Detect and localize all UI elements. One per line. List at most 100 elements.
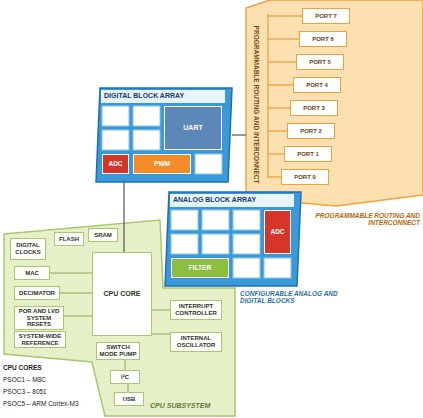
panel-heading: PROGRAMMABLE ROUTING AND INTERCONNECT bbox=[252, 15, 259, 195]
port-box: PORT 3 bbox=[290, 100, 338, 116]
clock-box: DIGITAL CLOCKS bbox=[10, 238, 46, 260]
memory-box: SRAM bbox=[88, 228, 118, 242]
interface-box: I²C bbox=[110, 370, 140, 384]
array-heading: DIGITAL BLOCK ARRAY bbox=[104, 92, 224, 100]
function-box: SYSTEM-WIDE REFERENCE bbox=[14, 331, 66, 348]
box-label: UART bbox=[183, 124, 202, 132]
blank-block bbox=[195, 154, 222, 174]
cpu-core-box: CPU CORE bbox=[92, 252, 152, 336]
region-label: PROGRAMMABLE ROUTING AND INTERCONNECT bbox=[308, 212, 420, 226]
box-label: PORT 1 bbox=[297, 151, 319, 158]
box-label: SYSTEM-WIDE REFERENCE bbox=[17, 333, 63, 346]
panel-shape bbox=[96, 88, 232, 182]
box-label: INTERNAL OSCILLATOR bbox=[173, 335, 219, 348]
box-label: CPU CORE bbox=[104, 290, 141, 298]
port-wire bbox=[268, 16, 302, 17]
box-label: MAC bbox=[25, 270, 39, 277]
box-label: INTERRUPT CONTROLLER bbox=[173, 303, 219, 316]
bus-wire bbox=[125, 360, 126, 370]
bus-wire bbox=[152, 334, 170, 335]
port-wire bbox=[268, 108, 290, 109]
region-label: CONFIGURABLE ANALOG AND DIGITAL BLOCKS bbox=[240, 290, 350, 305]
bus-wire bbox=[50, 273, 92, 274]
filter-block: FILTER bbox=[171, 258, 229, 278]
function-box: MAC bbox=[14, 266, 50, 280]
box-label: ADC bbox=[270, 228, 284, 235]
connector-line bbox=[232, 134, 246, 135]
bus-wire bbox=[128, 384, 129, 392]
blank-block bbox=[133, 106, 160, 126]
port-box: PORT 0 bbox=[281, 169, 329, 185]
blank-block bbox=[233, 210, 260, 230]
heading-band bbox=[170, 194, 294, 207]
port-box: PORT 1 bbox=[284, 146, 332, 162]
list-item: PSOC1 – M8C bbox=[3, 376, 113, 383]
box-label: PORT 5 bbox=[309, 59, 331, 66]
box-label: PWM bbox=[154, 160, 170, 167]
box-label: ADC bbox=[108, 160, 122, 167]
box-label: PORT 0 bbox=[294, 174, 316, 181]
function-box: SWITCH MODE PUMP bbox=[96, 342, 140, 360]
heading-band bbox=[101, 90, 225, 103]
list-item: PSOC5 – ARM Cortex-M3 bbox=[3, 400, 113, 407]
box-label: FLASH bbox=[59, 236, 79, 243]
panel-shape bbox=[4, 220, 235, 416]
box-label: DECIMATOR bbox=[19, 290, 55, 297]
port-wire bbox=[268, 62, 296, 63]
port-box: PORT 4 bbox=[293, 77, 341, 93]
port-wire bbox=[268, 131, 287, 132]
blank-block bbox=[202, 210, 229, 230]
blank-block bbox=[133, 130, 160, 150]
uart-block: UART bbox=[164, 106, 222, 150]
port-box: PORT 2 bbox=[287, 123, 335, 139]
blank-block bbox=[171, 234, 198, 254]
function-box: DECIMATOR bbox=[14, 286, 60, 300]
adc-block: ADC bbox=[102, 154, 129, 174]
bus-wire bbox=[64, 316, 92, 317]
bus-wire bbox=[152, 310, 170, 311]
blank-block bbox=[171, 210, 198, 230]
function-box: INTERNAL OSCILLATOR bbox=[170, 332, 222, 352]
box-label: USB bbox=[123, 396, 136, 403]
blank-block bbox=[102, 106, 129, 126]
list-item: PSOC3 – 8051 bbox=[3, 388, 113, 395]
box-label: PORT 6 bbox=[312, 36, 334, 43]
memory-box: FLASH bbox=[54, 232, 84, 246]
pwm-block: PWM bbox=[133, 154, 191, 174]
bus-wire bbox=[60, 293, 92, 294]
box-label: I²C bbox=[121, 374, 129, 381]
box-label: PORT 4 bbox=[306, 82, 328, 89]
port-wire bbox=[268, 154, 284, 155]
array-heading: ANALOG BLOCK ARRAY bbox=[173, 196, 293, 204]
blank-block bbox=[264, 258, 291, 278]
port-box: PORT 7 bbox=[302, 8, 350, 24]
panel-shape bbox=[246, 0, 423, 206]
box-label: FILTER bbox=[189, 264, 211, 271]
port-box: PORT 6 bbox=[299, 31, 347, 47]
box-label: PORT 2 bbox=[300, 128, 322, 135]
port-wire bbox=[268, 177, 281, 178]
subsystem-heading: CPU SUBSYSTEM bbox=[150, 402, 232, 410]
port-wire bbox=[268, 85, 293, 86]
box-label: SRAM bbox=[94, 232, 112, 239]
box-label: POR AND LVD SYSTEM RESETS bbox=[17, 308, 61, 328]
blank-block bbox=[102, 130, 129, 150]
function-box: INTERRUPT CONTROLLER bbox=[170, 300, 222, 320]
panel-shape bbox=[165, 192, 301, 286]
port-wire bbox=[268, 39, 299, 40]
port-box: PORT 5 bbox=[296, 54, 344, 70]
box-label: PORT 7 bbox=[315, 13, 337, 20]
box-label: SWITCH MODE PUMP bbox=[99, 344, 137, 357]
box-label: PORT 3 bbox=[303, 105, 325, 112]
blank-block bbox=[233, 234, 260, 254]
box-label: DIGITAL CLOCKS bbox=[13, 242, 43, 255]
blank-block bbox=[202, 234, 229, 254]
list-heading: CPU CORES bbox=[3, 364, 113, 371]
blank-block bbox=[233, 258, 260, 278]
function-box: POR AND LVD SYSTEM RESETS bbox=[14, 306, 64, 330]
adc-block: ADC bbox=[264, 210, 291, 254]
